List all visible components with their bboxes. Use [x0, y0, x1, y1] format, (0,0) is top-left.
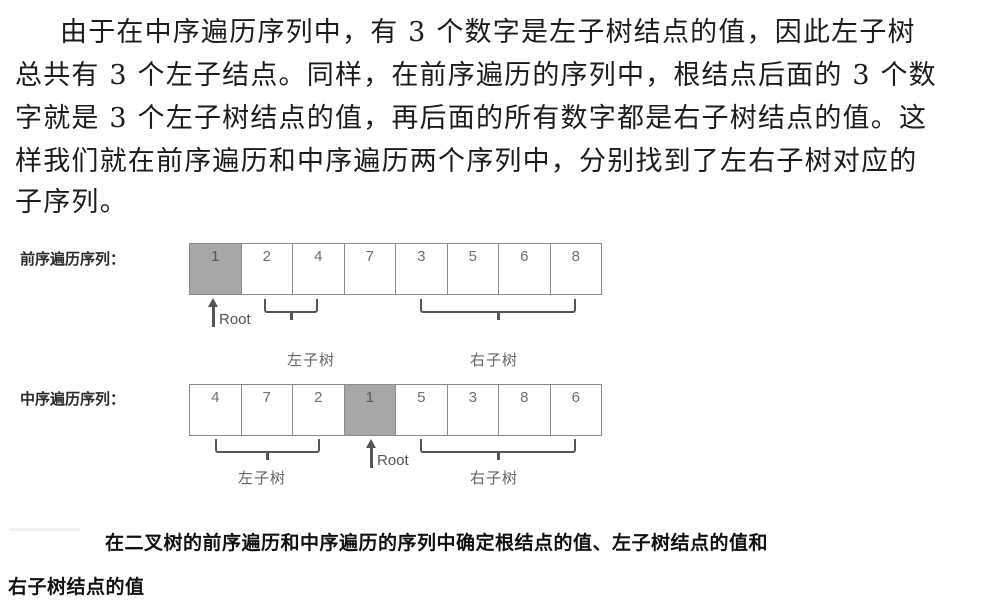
preorder-cell: 4 [293, 244, 345, 294]
left-subtree-brace [264, 299, 318, 313]
inorder-cell: 6 [550, 385, 601, 435]
root-arrow-shaft [370, 446, 373, 468]
inorder-sequence: 4 7 2 1 5 3 8 6 [189, 384, 602, 436]
root-arrow-shaft [212, 305, 215, 327]
left-subtree-brace [215, 439, 320, 453]
preorder-root-label: Root [219, 311, 251, 328]
brace-tick [266, 452, 269, 460]
inorder-cell: 5 [396, 385, 448, 435]
preorder-cell: 5 [447, 244, 499, 294]
arrow-up-icon [208, 298, 218, 307]
preorder-cell: 8 [550, 244, 601, 294]
brace-tick [290, 312, 293, 320]
inorder-cell: 8 [499, 385, 551, 435]
inorder-root-label: Root [377, 452, 409, 469]
inorder-cell: 3 [447, 385, 499, 435]
inorder-left-subtree-label: 左子树 [238, 469, 287, 487]
paragraph-line-5: 子序列。 [15, 187, 128, 218]
inorder-cell: 7 [241, 385, 293, 435]
inorder-right-subtree-label: 右子树 [470, 469, 519, 487]
paragraph-line-3: 字就是 3 个左子树结点的值，再后面的所有数字都是右子树结点的值。这 [15, 103, 928, 134]
inorder-cell-root: 1 [344, 385, 396, 435]
preorder-cell: 2 [241, 244, 293, 294]
preorder-cell: 3 [396, 244, 448, 294]
right-subtree-brace [420, 299, 576, 313]
preorder-sequence: 1 2 4 7 3 5 6 8 [189, 243, 602, 295]
brace-tick [497, 452, 500, 460]
preorder-left-subtree-label: 左子树 [287, 351, 336, 369]
paragraph-line-1: 由于在中序遍历序列中，有 3 个数字是左子树结点的值，因此左子树 [60, 17, 916, 48]
arrow-up-icon [366, 439, 376, 448]
preorder-right-subtree-label: 右子树 [470, 351, 519, 369]
preorder-cell: 7 [344, 244, 396, 294]
right-subtree-brace [420, 439, 576, 453]
inorder-label: 中序遍历序列： [20, 390, 126, 408]
caption-line-1: 在二叉树的前序遍历和中序遍历的序列中确定根结点的值、左子树结点的值和 [105, 532, 769, 554]
paragraph-line-2: 总共有 3 个左子结点。同样，在前序遍历的序列中，根结点后面的 3 个数 [15, 60, 937, 91]
preorder-cell-root: 1 [190, 244, 242, 294]
inorder-cell: 4 [190, 385, 242, 435]
figure-number-smudge [10, 528, 80, 531]
caption-line-2: 右子树结点的值 [8, 576, 145, 598]
inorder-cell: 2 [293, 385, 345, 435]
paragraph-line-4: 样我们就在前序遍历和中序遍历两个序列中，分别找到了左右子树对应的 [15, 146, 918, 177]
preorder-cell: 6 [499, 244, 551, 294]
brace-tick [497, 312, 500, 320]
preorder-label: 前序遍历序列： [20, 250, 126, 268]
